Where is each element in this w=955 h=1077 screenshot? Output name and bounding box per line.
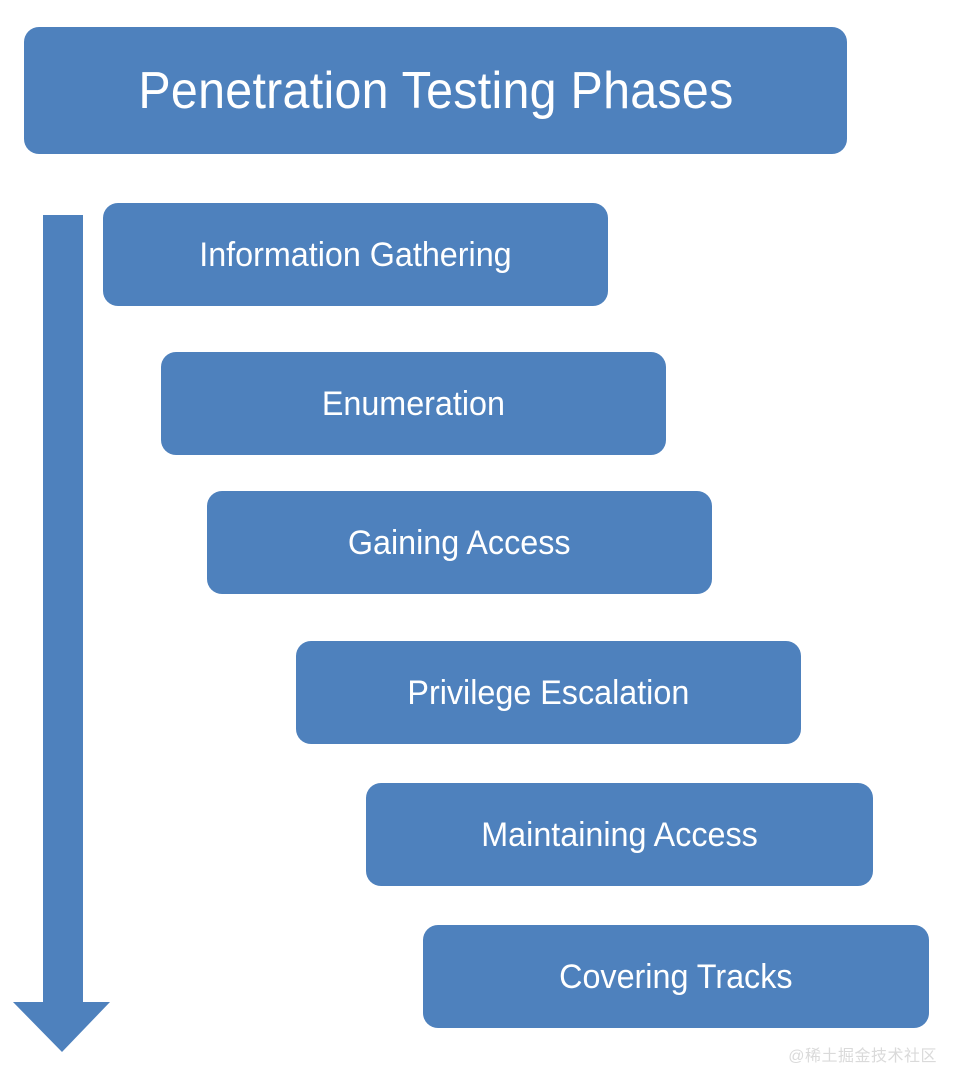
watermark-text: @稀土掘金技术社区 [788, 1048, 937, 1065]
phase-box-1[interactable]: Information Gathering [103, 203, 608, 306]
phase-box-2[interactable]: Enumeration [161, 352, 666, 455]
diagram-title-box: Penetration Testing Phases [24, 27, 847, 154]
phase-box-6[interactable]: Covering Tracks [423, 925, 929, 1028]
downward-flow-arrow [13, 215, 111, 1053]
phase-label-3: Gaining Access [348, 523, 571, 562]
phase-box-3[interactable]: Gaining Access [207, 491, 712, 594]
arrow-down-icon [13, 215, 110, 1052]
phase-label-5: Maintaining Access [481, 815, 758, 854]
phase-label-2: Enumeration [321, 384, 506, 423]
phase-label-6: Covering Tracks [559, 957, 793, 996]
phase-box-4[interactable]: Privilege Escalation [296, 641, 801, 744]
page-title: Penetration Testing Phases [137, 61, 734, 120]
phase-box-5[interactable]: Maintaining Access [366, 783, 873, 886]
phase-label-1: Information Gathering [199, 235, 512, 274]
phase-label-4: Privilege Escalation [407, 673, 690, 712]
